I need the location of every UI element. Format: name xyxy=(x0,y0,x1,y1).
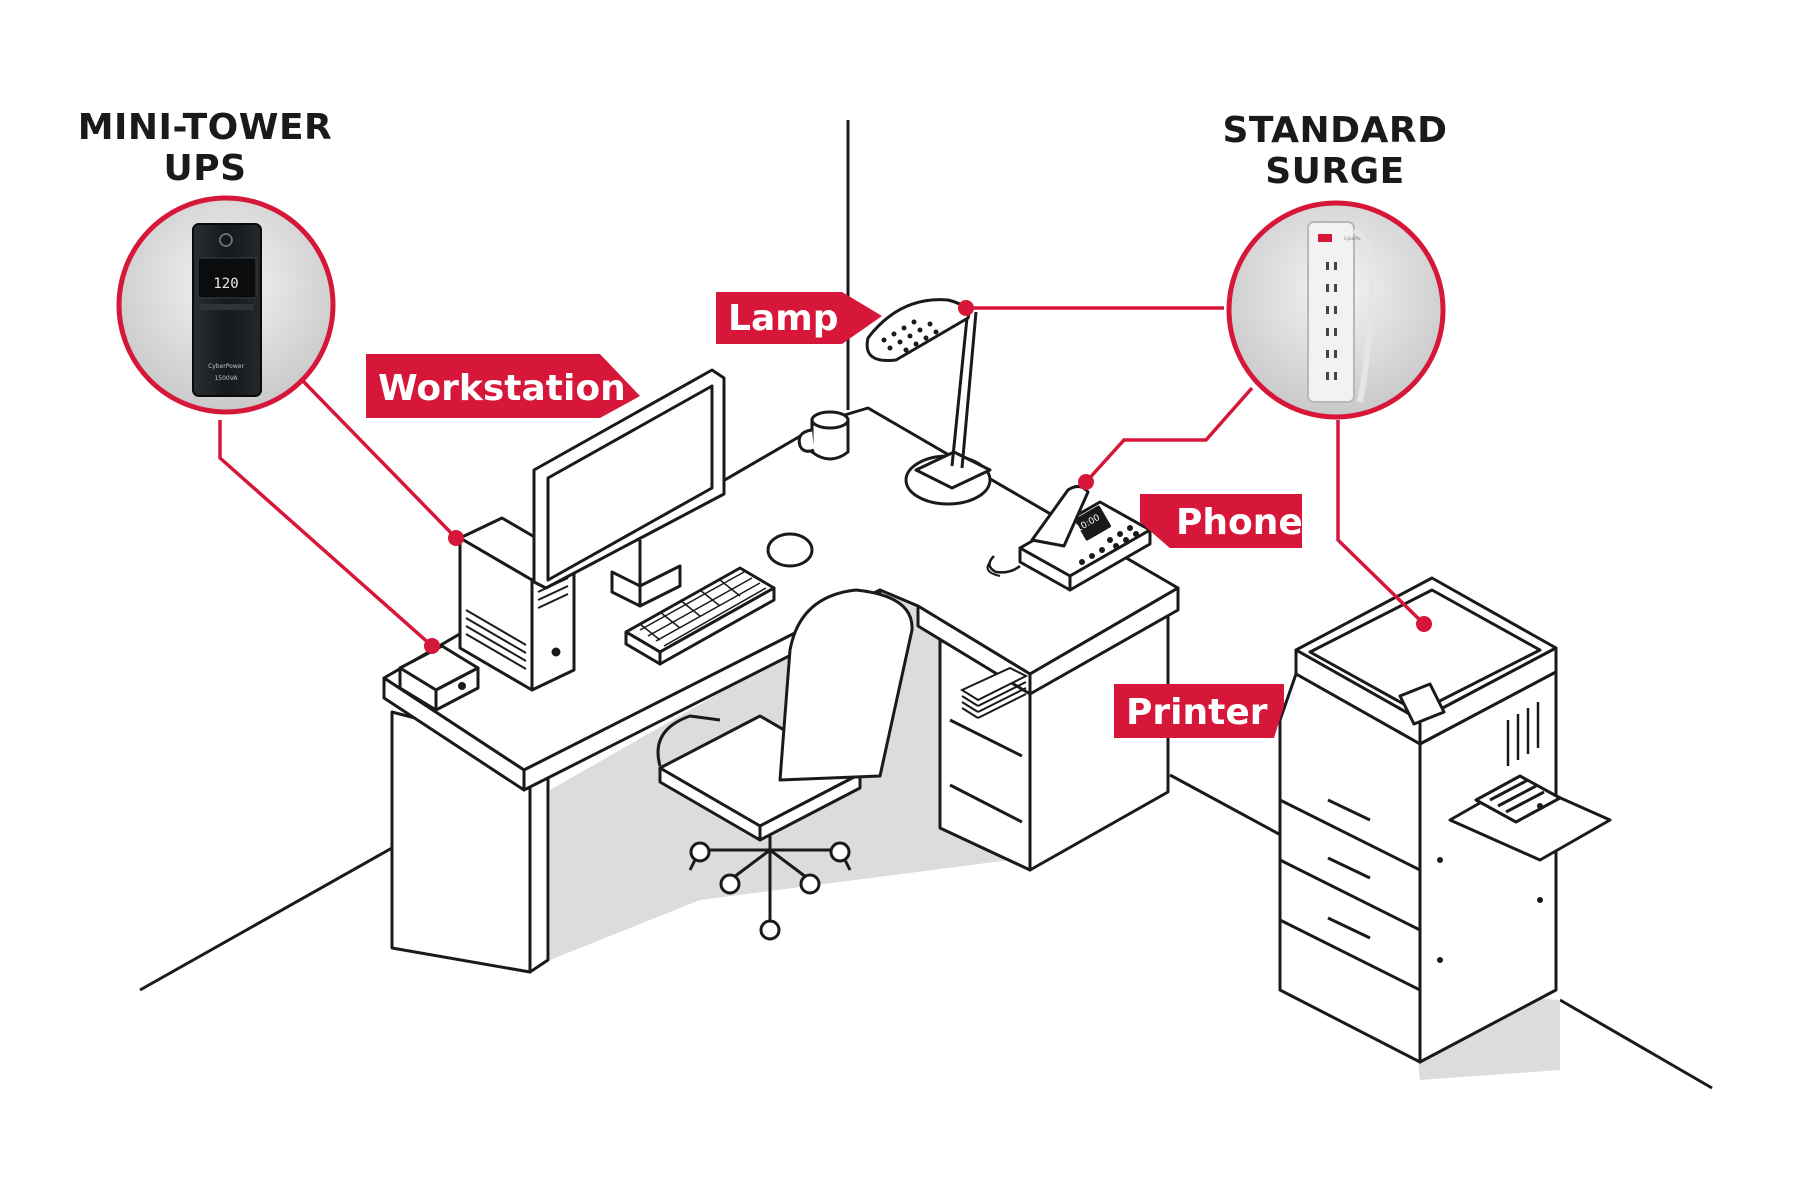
label-phone-text: Phone xyxy=(1176,502,1303,543)
office-chair xyxy=(656,588,914,941)
desk xyxy=(382,406,1180,974)
surge-brand-text: CyberPower xyxy=(1344,236,1368,241)
label-printer-text: Printer xyxy=(1126,692,1268,733)
ups-title-line1: MINI-TOWER xyxy=(77,107,333,148)
label-lamp: Lamp xyxy=(716,292,882,344)
monitor xyxy=(532,368,726,608)
printer-dots xyxy=(1437,803,1543,963)
keyboard xyxy=(624,566,776,666)
surge-protector-icon: CyberPower xyxy=(1307,221,1376,403)
room-walls xyxy=(139,120,1713,1090)
surge-title: STANDARD SURGE xyxy=(1200,110,1470,192)
ups-screen-text: 120 xyxy=(213,276,238,292)
label-lamp-text: Lamp xyxy=(728,298,839,339)
ups-brand-text: CyberPower xyxy=(208,363,244,370)
keyboard-keys xyxy=(639,571,767,647)
printer-copier xyxy=(1278,576,1612,1064)
connector-dots xyxy=(424,300,1432,654)
mini-tower-ups-icon: 120 CyberPower 1500VA xyxy=(192,223,262,397)
mug xyxy=(797,410,850,461)
label-workstation: Workstation xyxy=(366,354,640,418)
paper-stack xyxy=(959,666,1029,719)
connector-lines xyxy=(218,306,1426,648)
surge-title-line1: STANDARD xyxy=(1222,110,1448,151)
mouse xyxy=(766,532,814,568)
ups-lens: 120 CyberPower 1500VA xyxy=(116,195,336,415)
ups-capacity-text: 1500VA xyxy=(214,375,238,382)
surge-title-line2: SURGE xyxy=(1265,151,1405,192)
label-printer: Printer xyxy=(1114,684,1284,738)
ups-title: MINI-TOWER UPS xyxy=(75,107,335,189)
desk-ups-box xyxy=(398,644,480,712)
label-phone: Phone xyxy=(1140,494,1303,548)
phone-keys xyxy=(1079,525,1139,565)
lamp-vents xyxy=(881,319,939,353)
surge-lens: CyberPower xyxy=(1226,200,1446,420)
label-workstation-text: Workstation xyxy=(378,368,626,409)
printer-vents xyxy=(1506,702,1540,766)
ups-title-line2: UPS xyxy=(163,148,247,189)
